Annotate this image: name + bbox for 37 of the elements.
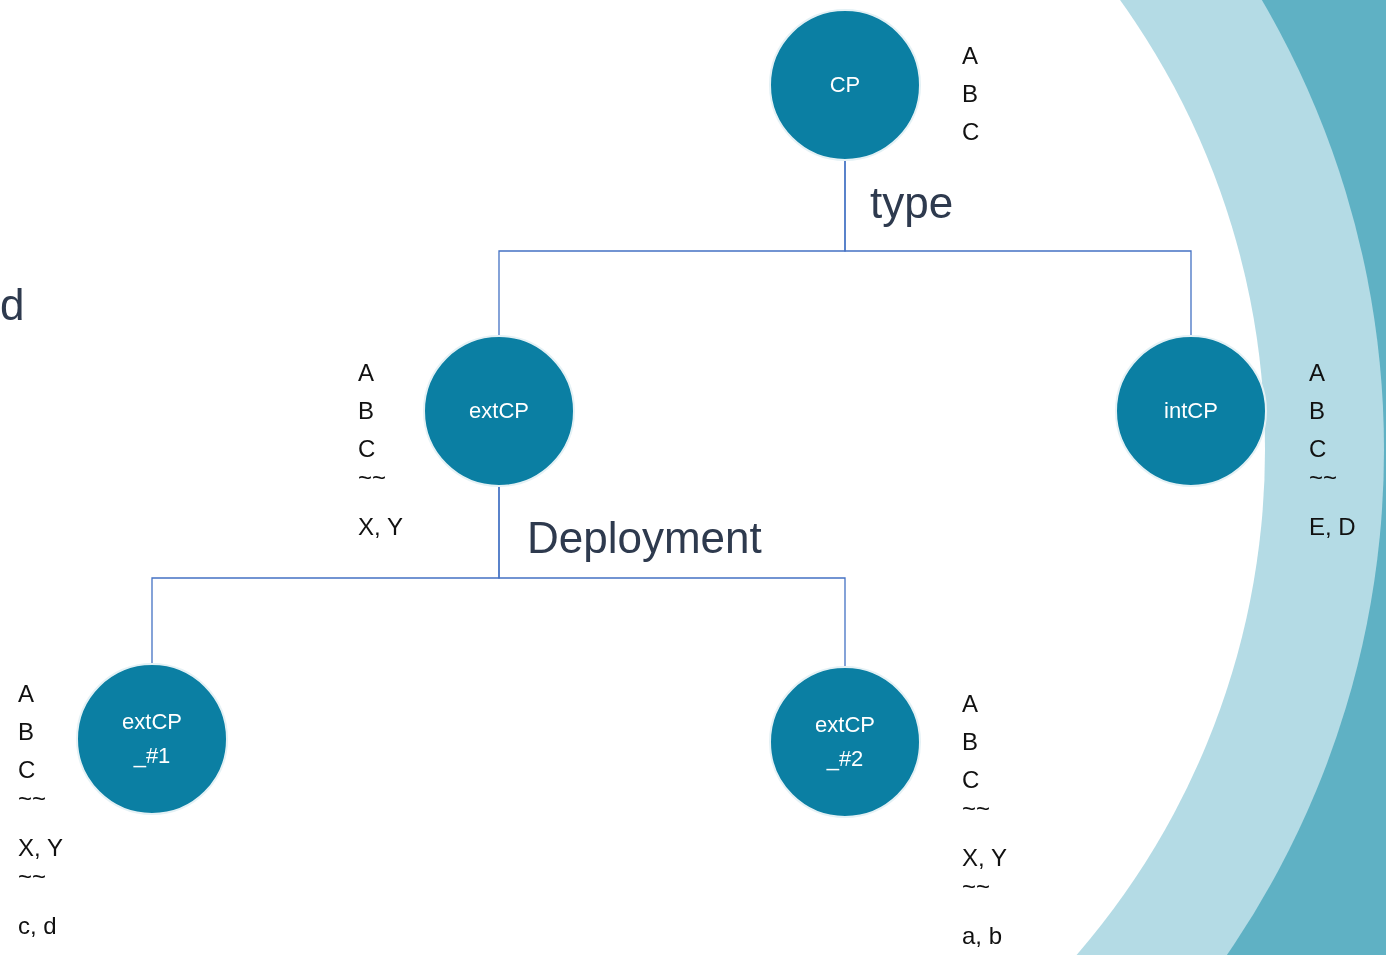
attribute-text: C	[1309, 434, 1328, 464]
attribute-text: A	[962, 41, 979, 71]
attribute-text: a, b	[962, 921, 1004, 951]
attribute-text: C	[18, 755, 37, 785]
annotation-text: Deployment	[527, 513, 762, 563]
attribute-text: B	[358, 396, 375, 426]
attribute-text: C	[358, 434, 377, 464]
attribute-text: A	[358, 358, 375, 388]
node-label: extCP _#2	[814, 711, 876, 773]
connector-line	[844, 160, 1192, 336]
attribute-text: ~~	[18, 789, 48, 814]
attribute-text: ~~	[962, 877, 992, 902]
attribute-text: c, d	[18, 911, 58, 941]
attribute-text: ~~	[962, 799, 992, 824]
connector-line	[498, 486, 846, 667]
attribute-text: B	[962, 79, 979, 109]
node-label: extCP _#1	[121, 708, 183, 770]
attribute-text: E, D	[1309, 512, 1356, 542]
attribute-text: C	[962, 117, 980, 147]
attribute-text: X, Y	[962, 843, 1007, 873]
annotation-text: d	[0, 280, 25, 330]
attribute-text: B	[18, 717, 35, 747]
attribute-text: ~~	[18, 867, 48, 892]
attribute-text: A	[962, 689, 979, 719]
node-label: extCP	[468, 397, 530, 425]
attribute-text: B	[962, 727, 979, 757]
node-label: CP	[828, 71, 862, 99]
attribute-text: C	[962, 765, 981, 795]
attribute-text: A	[1309, 358, 1326, 388]
attribute-text: ~~	[1309, 468, 1339, 493]
annotation-text: type	[870, 178, 954, 228]
attribute-text: X, Y	[18, 833, 63, 863]
attribute-text: B	[1309, 396, 1326, 426]
attribute-text: X, Y	[358, 512, 403, 542]
attribute-text: A	[18, 679, 35, 709]
attribute-text: ~~	[358, 468, 388, 493]
node-label: intCP	[1163, 397, 1219, 425]
